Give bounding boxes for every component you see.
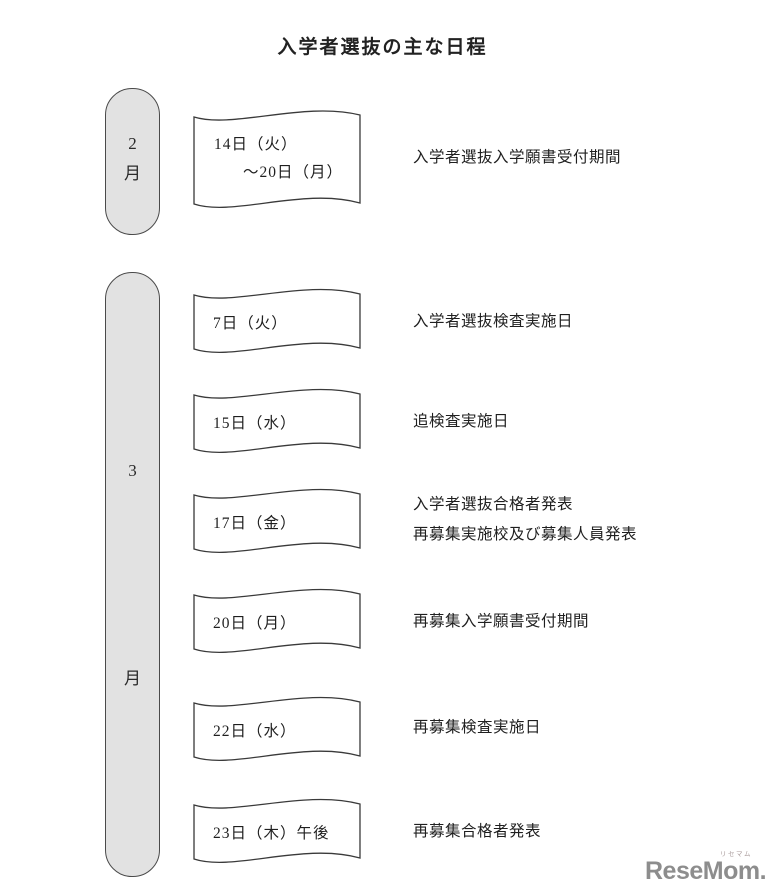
date-text: 23日（木）午後 <box>213 825 330 842</box>
wave-banner-shape <box>193 696 361 761</box>
month-capsule-march: 3 月 <box>105 272 160 877</box>
date-banner: 17日（金） <box>193 484 361 560</box>
event-description: 再募集検査実施日 <box>413 719 542 736</box>
wave-banner-shape <box>193 798 361 863</box>
date-banner: 15日（水） <box>193 384 361 460</box>
month-kanji: 月 <box>124 164 141 183</box>
date-text: 20日（月） <box>213 615 297 632</box>
month-number: 3 <box>128 461 137 480</box>
date-text: ～20日（月） <box>243 164 344 181</box>
date-text: 14日（火） <box>214 136 298 153</box>
date-banner: 23日（木）午後 <box>193 794 361 870</box>
resemom-logo: リセマム ReseMom. <box>645 851 765 884</box>
date-banner: 7日（火） <box>193 284 361 360</box>
date-text: 7日（火） <box>213 315 288 332</box>
wave-banner-shape <box>193 488 361 553</box>
date-text: 22日（水） <box>213 723 297 740</box>
event-description: 入学者選抜入学願書受付期間 <box>413 149 622 166</box>
wave-banner-shape <box>193 588 361 653</box>
date-banner: 22日（水） <box>193 692 361 768</box>
month-kanji: 月 <box>124 669 141 688</box>
page-title: 入学者選抜の主な日程 <box>277 37 488 58</box>
wave-banner-shape <box>193 110 361 208</box>
resemom-logo-text: ReseMom. <box>645 857 765 885</box>
date-text: 15日（水） <box>213 415 297 432</box>
wave-banner-shape <box>193 288 361 353</box>
date-text: 17日（金） <box>213 515 297 532</box>
event-description: 入学者選抜検査実施日 <box>413 313 574 330</box>
resemom-logo-kana: リセマム <box>720 851 752 858</box>
event-description: 再募集入学願書受付期間 <box>413 613 590 630</box>
date-banner: 14日（火） ～20日（月） <box>193 103 361 217</box>
month-number: 2 <box>128 134 137 153</box>
month-capsule-february: 2 月 <box>105 88 160 235</box>
event-description: 追検査実施日 <box>413 413 510 430</box>
event-description: 再募集合格者発表 <box>413 823 542 840</box>
wave-banner-shape <box>193 388 361 453</box>
date-banner: 20日（月） <box>193 584 361 660</box>
event-description: 入学者選抜合格者発表 再募集実施校及び募集人員発表 <box>413 496 638 543</box>
